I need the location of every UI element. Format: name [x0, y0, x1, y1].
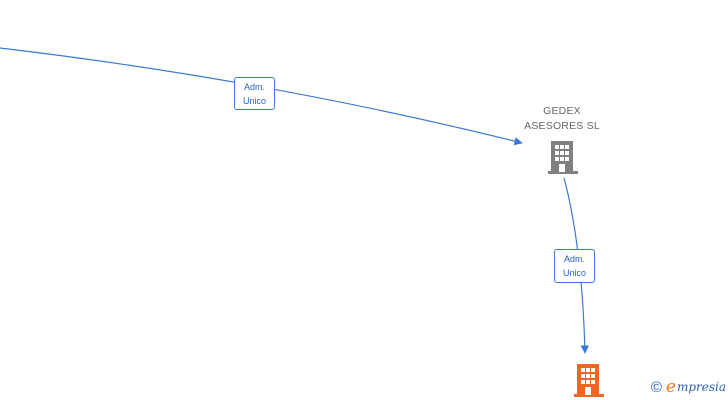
- edge-label-adm-unico-1[interactable]: Adm. Unico: [234, 77, 275, 110]
- building-icon[interactable]: [573, 362, 605, 398]
- edge-label-line1: Adm.: [243, 82, 265, 92]
- building-icon[interactable]: [547, 139, 579, 175]
- edge-label-line2: Unico: [562, 268, 586, 278]
- brand-initial: e: [665, 376, 676, 397]
- node-name-line1: GEDEX: [543, 105, 581, 117]
- node-name-line2: ASESORES SL: [524, 120, 600, 132]
- edge-label-line1: Adm.: [563, 254, 585, 264]
- copyright-icon: ©: [650, 378, 662, 396]
- brand-name: mpresia: [676, 380, 726, 394]
- node-label-gedex[interactable]: GEDEX ASESORES SL: [512, 104, 612, 134]
- brand-logo: © e mpresia: [651, 377, 726, 397]
- edge-label-adm-unico-2[interactable]: Adm. Unico: [554, 249, 595, 283]
- edge-label-line2: Unico: [242, 96, 266, 106]
